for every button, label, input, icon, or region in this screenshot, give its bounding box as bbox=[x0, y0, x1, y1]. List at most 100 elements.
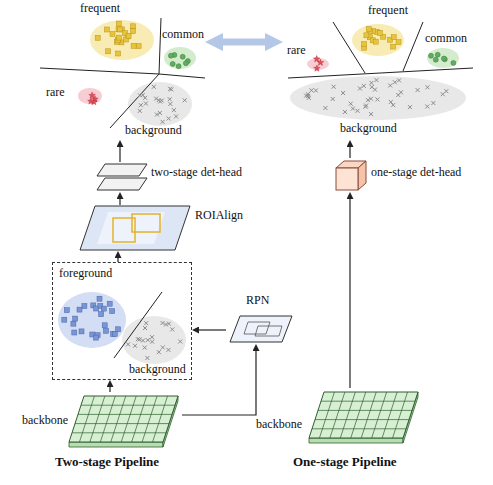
sample-cross bbox=[168, 97, 172, 101]
foreground-cluster bbox=[58, 292, 126, 348]
sample-dot bbox=[451, 60, 456, 65]
sample-cross bbox=[355, 109, 359, 113]
sample-cross bbox=[304, 94, 308, 98]
decision-boundary bbox=[159, 18, 161, 74]
sample-cross bbox=[349, 102, 353, 106]
sample-square bbox=[71, 321, 76, 326]
sample-square bbox=[97, 296, 102, 301]
sample-cross bbox=[167, 322, 171, 326]
sample-cross bbox=[136, 337, 140, 341]
backbone-grid: backbone bbox=[256, 388, 420, 448]
sample-cross bbox=[369, 81, 373, 85]
sample-square bbox=[101, 306, 106, 311]
proposal-box: foregroundbackground bbox=[52, 262, 192, 380]
sample-square bbox=[94, 335, 99, 340]
node-label: background bbox=[340, 122, 397, 134]
sample-dot bbox=[433, 57, 438, 62]
sample-square bbox=[116, 51, 121, 56]
head-plane bbox=[97, 164, 147, 176]
sample-square bbox=[95, 35, 100, 40]
sample-cross bbox=[157, 350, 161, 354]
grid-line bbox=[321, 401, 415, 402]
sample-cross bbox=[141, 338, 145, 342]
decision-boundary bbox=[159, 74, 205, 78]
sample-cross bbox=[154, 97, 158, 101]
sample-cross bbox=[397, 78, 401, 82]
sample-cross bbox=[391, 103, 395, 107]
sample-cross bbox=[138, 93, 142, 97]
grid-lines bbox=[72, 392, 415, 442]
sample-cross bbox=[431, 101, 435, 105]
sample-square bbox=[72, 330, 77, 335]
sample-square bbox=[125, 34, 130, 39]
node-label: background bbox=[129, 363, 186, 375]
sample-dot bbox=[176, 64, 181, 69]
sample-square bbox=[373, 39, 378, 44]
sample-marks bbox=[62, 21, 456, 360]
sample-cross bbox=[178, 339, 182, 343]
sample-square bbox=[107, 301, 112, 306]
sample-cross bbox=[362, 84, 366, 88]
feature-plane bbox=[80, 206, 190, 250]
sample-cross bbox=[138, 109, 142, 113]
sample-cross bbox=[343, 110, 347, 114]
node-label: frequent bbox=[80, 2, 120, 14]
sample-square bbox=[116, 21, 121, 26]
sample-square bbox=[396, 40, 401, 45]
decision-boundary bbox=[110, 74, 159, 128]
sample-cross bbox=[396, 93, 400, 97]
sample-cross bbox=[166, 348, 170, 352]
sample-cross bbox=[161, 345, 165, 349]
scatter-panel: frequentcommonrarebackground bbox=[283, 0, 478, 140]
flow-arrow bbox=[119, 199, 120, 205]
node-label: ROIAlign bbox=[195, 209, 243, 221]
sample-square bbox=[391, 44, 396, 49]
pipeline-title: Two-stage Pipeline bbox=[55, 455, 159, 468]
sample-cross bbox=[425, 104, 429, 108]
sample-cross bbox=[145, 356, 149, 360]
sample-dot bbox=[442, 57, 447, 62]
sample-square bbox=[391, 35, 396, 40]
sample-cross bbox=[393, 80, 397, 84]
sample-cross bbox=[172, 108, 176, 112]
sample-cross bbox=[150, 335, 154, 339]
sample-star bbox=[88, 98, 95, 104]
sample-cross bbox=[363, 105, 367, 109]
sample-square bbox=[62, 317, 67, 322]
sample-cross bbox=[133, 344, 137, 348]
roialign-layer: ROIAlign bbox=[75, 205, 245, 251]
sample-cross bbox=[144, 101, 148, 105]
grid-line bbox=[75, 423, 169, 424]
sample-cross bbox=[167, 116, 171, 120]
grid-top bbox=[309, 392, 418, 438]
node-label: background bbox=[125, 124, 182, 136]
sample-cross bbox=[169, 87, 173, 91]
det-head: two-stage det-head bbox=[95, 162, 250, 192]
rpn-layer: RPN bbox=[226, 292, 294, 344]
sample-square bbox=[131, 24, 136, 29]
sample-cross bbox=[152, 85, 156, 89]
sample-square bbox=[377, 30, 382, 35]
sample-cross bbox=[374, 78, 378, 82]
flow-arrow bbox=[199, 329, 226, 330]
sample-cross bbox=[369, 112, 373, 116]
decision-boundary bbox=[40, 68, 159, 74]
grid-line bbox=[312, 428, 406, 429]
sample-dot bbox=[183, 61, 188, 66]
sample-cross bbox=[150, 340, 154, 344]
sample-dot bbox=[180, 54, 185, 59]
node-label: rare bbox=[287, 44, 306, 56]
head-plane bbox=[97, 178, 147, 190]
sample-cross bbox=[366, 98, 370, 102]
sample-cross bbox=[143, 326, 147, 330]
sample-square bbox=[73, 316, 78, 321]
sample-cross bbox=[331, 97, 335, 101]
sample-square bbox=[126, 34, 131, 39]
sample-square bbox=[118, 27, 123, 32]
node-label: frequent bbox=[368, 4, 408, 16]
sample-square bbox=[136, 44, 141, 49]
correspondence-arrow bbox=[223, 39, 265, 46]
sample-star bbox=[313, 56, 320, 62]
